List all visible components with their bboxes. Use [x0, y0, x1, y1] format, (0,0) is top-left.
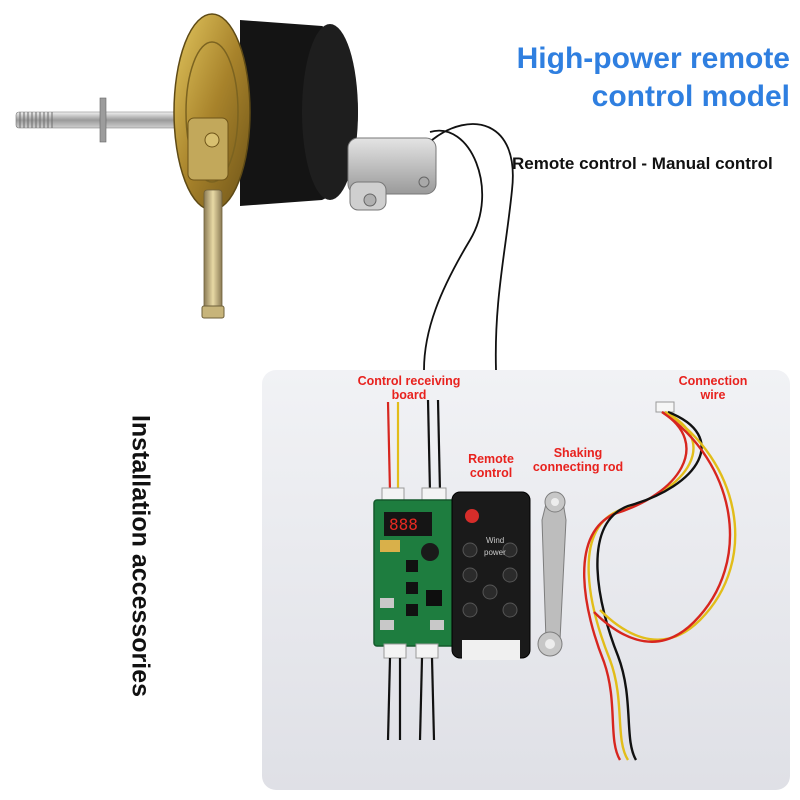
label-shaking-rod: Shaking connecting rod	[522, 446, 634, 474]
page-title: High-power remote control model	[470, 40, 790, 116]
remote-mark-power: power	[484, 548, 506, 557]
label-connection-wire: Connection wire	[670, 374, 756, 402]
remote-control	[451, 491, 531, 660]
title-line-1: High-power remote	[516, 42, 790, 75]
motor-shaft	[15, 97, 187, 143]
label-wire-line-2: wire	[700, 388, 726, 402]
shaking-connecting-rod	[537, 491, 567, 657]
mount-rod	[203, 189, 223, 319]
label-wire-line-1: Connection	[678, 374, 748, 388]
remote-mark-wind: Wind	[486, 536, 505, 545]
oscillation-gearbox	[347, 137, 437, 211]
label-remote-line-2: control	[469, 466, 513, 480]
label-receiving-board: Control receiving board	[346, 374, 472, 402]
label-rod-line-1: Shaking	[553, 446, 603, 460]
installation-accessories-label: Installation accessories	[126, 414, 155, 698]
fan-motor	[15, 13, 514, 371]
label-remote-control: Remote control	[456, 452, 526, 480]
motor-wire-1	[431, 123, 514, 371]
receiver-board: 888	[373, 399, 457, 741]
subtitle: Remote control - Manual control	[512, 154, 773, 173]
motor-wire-2	[423, 129, 484, 371]
label-rod-line-2: connecting rod	[532, 460, 624, 474]
title-line-2: control model	[591, 80, 790, 113]
svg-text:888: 888	[389, 515, 418, 534]
label-receiving-board-line-1: Control receiving	[357, 374, 461, 388]
connection-wire	[583, 401, 737, 761]
label-receiving-board-line-2: board	[391, 388, 427, 402]
label-remote-line-1: Remote	[468, 452, 514, 466]
